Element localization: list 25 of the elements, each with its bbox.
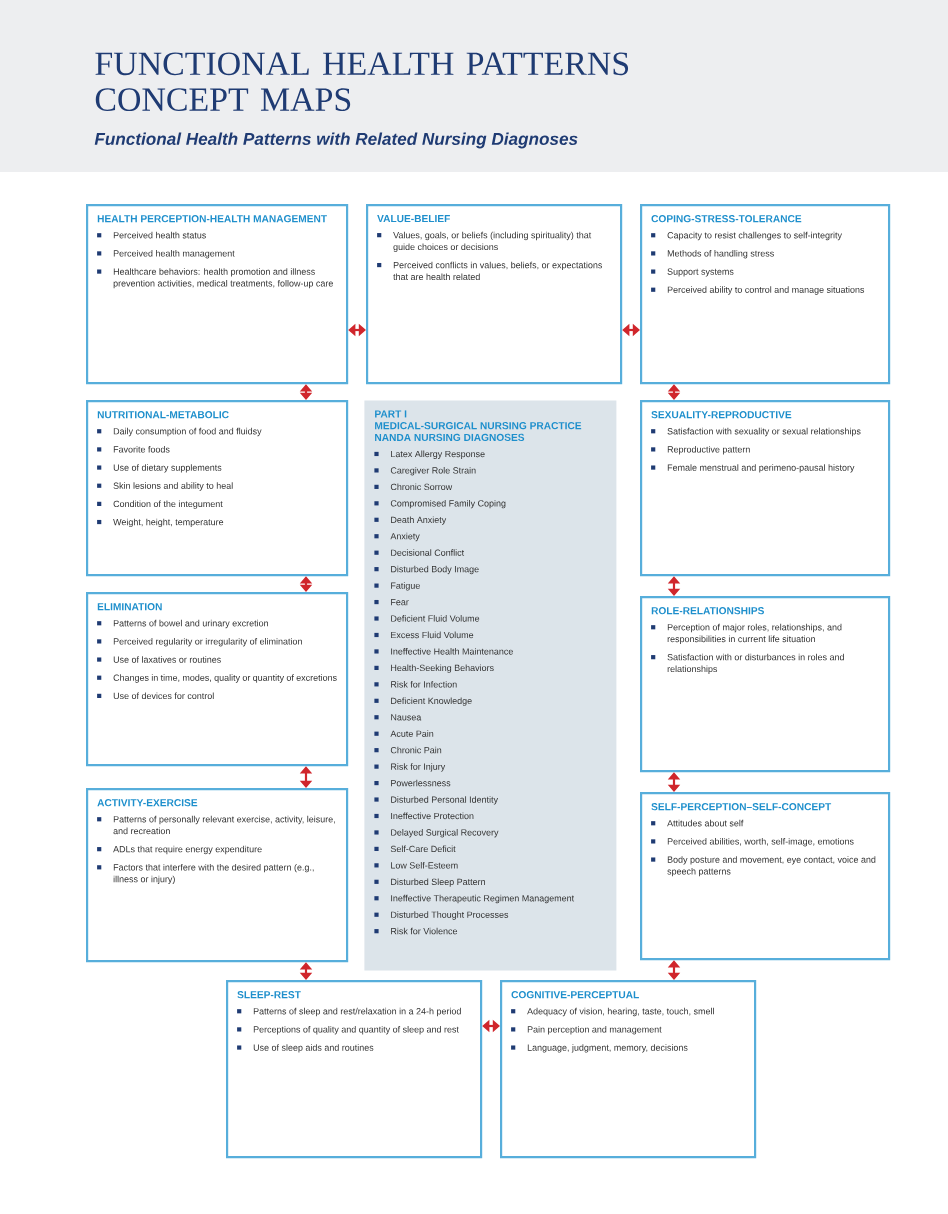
title: FUNCTIONAL HEALTH PATTERNS CONCEPT MAPS [95,52,629,112]
arrow [348,323,366,337]
arrow [482,1019,500,1033]
pattern-box [86,400,349,577]
arrow [299,766,313,788]
pattern-box [86,592,349,767]
arrow [667,960,681,980]
arrow [667,576,681,596]
pattern-box [500,980,757,1159]
arrow [299,962,313,980]
subtitle: Functional Health Patterns with Related Nursing Diagnoses [94,132,578,149]
arrow [299,576,313,592]
arrow [299,384,313,400]
arrow [667,772,681,792]
pattern-box [640,596,891,773]
arrow [622,323,640,337]
pattern-box [640,204,891,385]
pattern-box [86,788,349,963]
arrow [667,384,681,400]
diagnosis-panel [364,400,617,971]
pattern-box [86,204,349,385]
pattern-box [640,792,891,961]
pattern-box [366,204,623,385]
pattern-box [640,400,891,577]
pattern-box [226,980,483,1159]
